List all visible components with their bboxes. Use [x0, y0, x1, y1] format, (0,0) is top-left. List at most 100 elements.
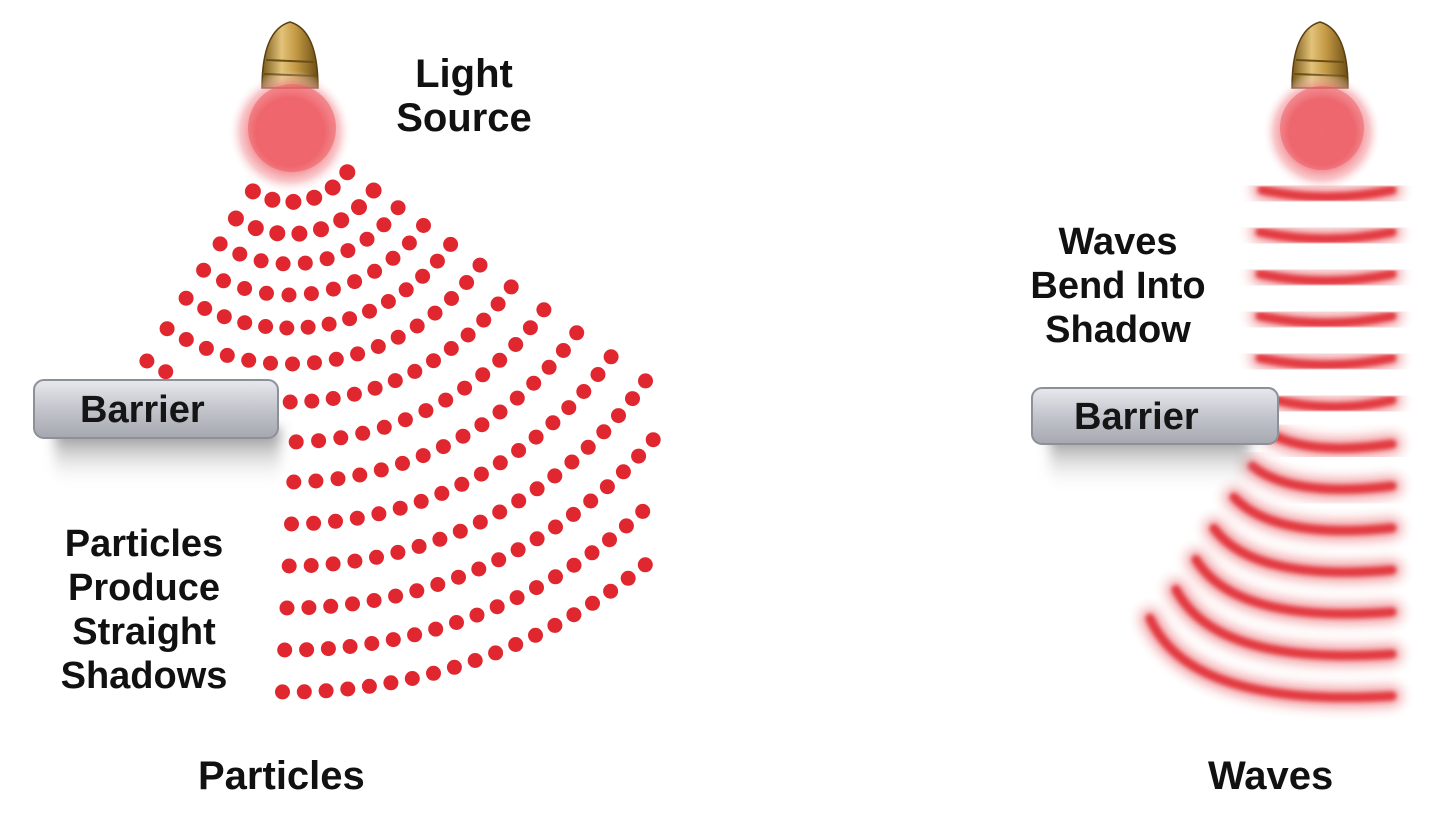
particle-dot [599, 479, 615, 495]
particle-dot [596, 424, 612, 440]
particle-dot [510, 542, 526, 558]
particle-dot [342, 311, 358, 327]
particle-dot [347, 274, 363, 290]
particle-dot [528, 627, 543, 643]
particle-dot [415, 268, 431, 284]
particles-caption: Particles Produce Straight Shadows [30, 522, 258, 698]
particle-dot [569, 325, 585, 341]
particle-dot [301, 600, 317, 616]
particle-dot [308, 473, 324, 489]
particle-dot [449, 615, 464, 630]
particle-dot [277, 642, 293, 658]
particle-dot [313, 221, 329, 238]
particle-dot [369, 549, 384, 565]
particle-dot [300, 319, 316, 335]
particle-dot [645, 432, 661, 448]
particle-dot [288, 434, 304, 450]
particle-dot [430, 577, 446, 592]
particle-dot [227, 210, 244, 227]
particle-dot [473, 466, 489, 482]
particle-dot [407, 627, 423, 643]
particle-dot [390, 329, 406, 345]
particle-dot [418, 403, 434, 419]
particle-dot [438, 392, 454, 408]
light-source-line-1: Light [415, 52, 513, 96]
particle-dot [291, 225, 308, 242]
particle-dot [306, 515, 322, 531]
particle-dot [435, 439, 451, 455]
particle-dot [411, 538, 427, 554]
particle-dot [275, 256, 291, 272]
particle-dot [547, 468, 563, 484]
particle-dot [491, 552, 507, 568]
particle-dot [467, 653, 483, 668]
particle-dot [333, 430, 349, 446]
particle-dot [263, 355, 278, 371]
particle-dot [346, 386, 362, 402]
particle-dot [590, 367, 606, 382]
wave-front [1229, 492, 1397, 536]
particle-dot [455, 428, 471, 444]
particle-dot [631, 448, 647, 464]
particle-dot [443, 341, 459, 356]
particle-dot [474, 417, 490, 433]
particle-dot [434, 485, 450, 501]
particle-dot [370, 339, 386, 354]
particle-dot [638, 373, 653, 389]
particle-dot [158, 364, 174, 380]
particle-dot [584, 545, 600, 561]
particle-dot [297, 255, 313, 271]
particle-dot [237, 281, 253, 296]
particle-dot [340, 243, 356, 259]
particle-dot [492, 504, 508, 520]
particle-dot [247, 220, 264, 237]
barrier-label-right: Barrier [1074, 396, 1199, 438]
particle-dot [139, 353, 155, 369]
particle-dot [321, 316, 337, 332]
particles-title: Particles [198, 754, 365, 798]
particle-dot [237, 315, 253, 331]
particle-dot [325, 556, 341, 572]
particle-dot [259, 285, 274, 301]
particle-dot [602, 532, 617, 548]
particle-dot [351, 199, 367, 216]
particle-dot [325, 391, 341, 406]
particle-dot [365, 182, 382, 199]
particle-dot [285, 193, 302, 210]
particle-dot [395, 455, 410, 471]
particle-dot [299, 642, 315, 658]
particle-dot [452, 523, 468, 539]
particle-dot [615, 464, 631, 480]
wave-front [1255, 311, 1397, 328]
particle-dot [409, 583, 425, 599]
particle-dot [232, 246, 248, 262]
particles-caption-line-3: Straight [72, 611, 216, 653]
wave-front [1209, 523, 1397, 577]
particles-caption-line-1: Particles [64, 523, 224, 565]
particle-dot [547, 617, 563, 633]
light-bulb-icon [228, 21, 352, 194]
wave-front [1255, 227, 1397, 244]
particle-dot [413, 493, 429, 509]
particle-dot [511, 443, 527, 458]
particle-dot [364, 636, 380, 651]
particle-dot [362, 303, 377, 319]
particle-dot [397, 412, 413, 428]
particle-dots [139, 164, 661, 700]
particle-dot [219, 347, 235, 363]
particle-dot [328, 513, 343, 529]
particle-dot [197, 301, 213, 316]
particle-dot [340, 681, 356, 697]
particle-dot [385, 250, 401, 266]
wave-front [1191, 555, 1397, 619]
particle-dot [366, 593, 382, 608]
particle-dot [390, 544, 406, 560]
particle-dot [443, 236, 459, 252]
particle-dot [488, 645, 504, 661]
particle-dot [432, 531, 448, 547]
particle-dot [328, 351, 344, 367]
particle-dot [212, 236, 228, 252]
particle-dot [603, 583, 619, 599]
particle-dot [611, 408, 626, 424]
particle-dot [387, 373, 403, 389]
